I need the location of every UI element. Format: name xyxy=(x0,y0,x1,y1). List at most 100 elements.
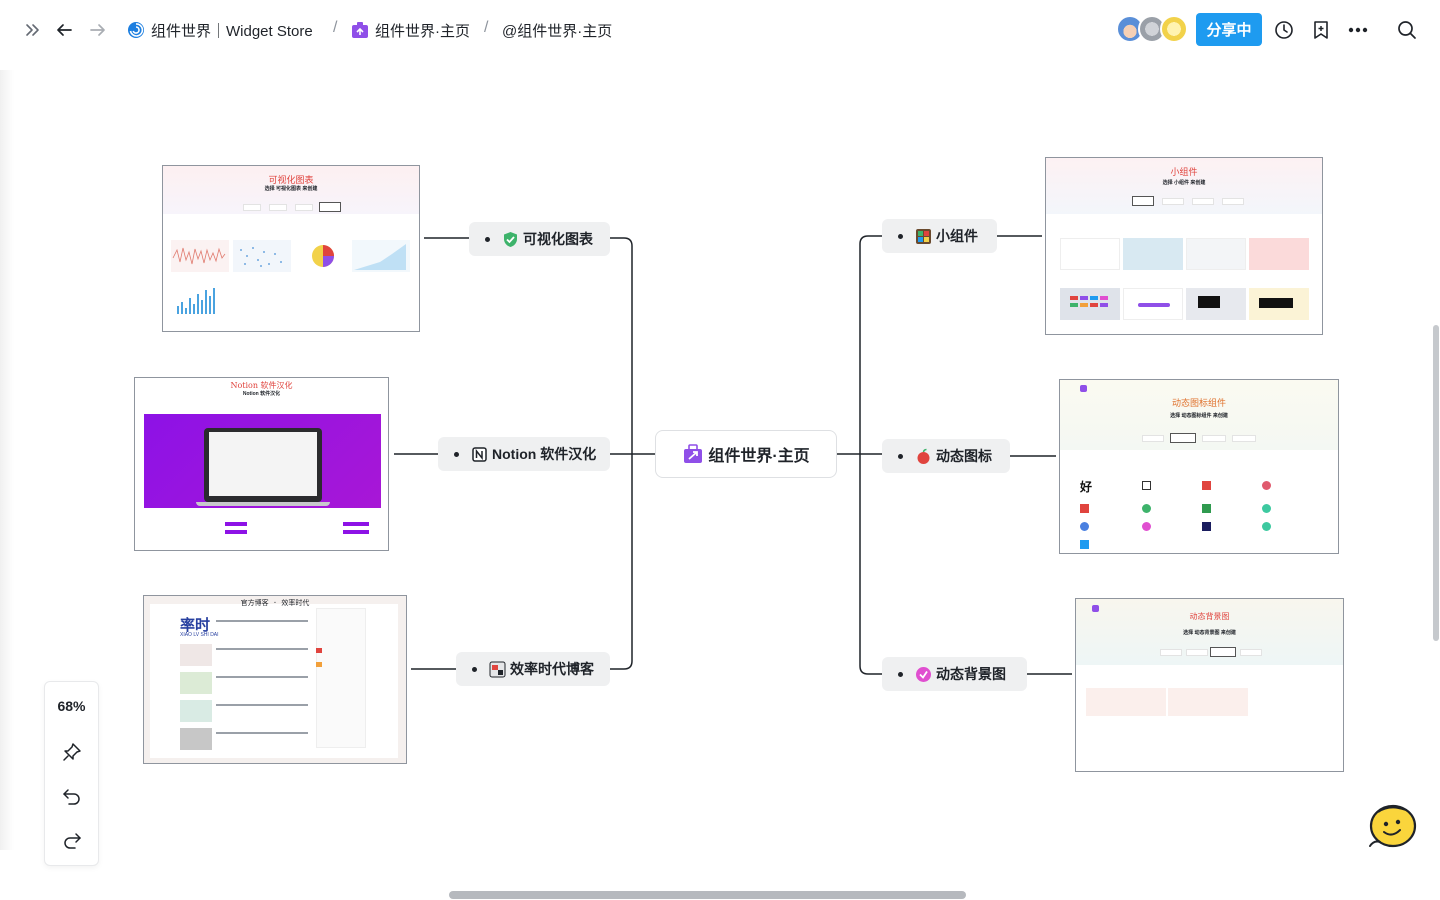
widget-card xyxy=(1249,288,1309,320)
thumbnail-blog[interactable]: 官方博客 · 效率时代 率时 XIAO LV SHI DAI xyxy=(143,595,407,764)
breadcrumb-separator: / xyxy=(484,19,489,36)
thumbnail-backgrounds[interactable]: 动态背景图 选择 动态背景图 来创建 xyxy=(1075,598,1344,772)
thumbnail-button xyxy=(225,530,247,534)
blog-sidebar-tag xyxy=(316,648,322,653)
thumbnail-chart-card xyxy=(171,284,229,316)
mindmap-node-backgrounds[interactable]: 动态背景图 xyxy=(882,657,1027,691)
horizontal-scrollbar[interactable] xyxy=(449,891,966,899)
widget-card xyxy=(1186,238,1246,270)
mindmap-node-widgets[interactable]: 小组件 xyxy=(882,219,997,253)
node-label: 效率时代博客 xyxy=(510,661,594,677)
clock-widget xyxy=(1259,298,1293,308)
thumbnail-subtitle: 选择 动态背景图 来创建 xyxy=(1183,630,1236,636)
spiral-logo-icon xyxy=(126,20,146,40)
thumbnail-tab xyxy=(1232,435,1256,442)
blog-logo-icon xyxy=(489,661,506,678)
thumbnail-chart-card xyxy=(294,240,352,272)
thumbnail-tab xyxy=(1240,649,1262,656)
top-bar: 组件世界｜Widget Store / 组件世界·主页 / @组件世界·主页 分… xyxy=(0,0,1440,60)
zoom-level[interactable]: 68% xyxy=(57,698,86,714)
bullet xyxy=(898,233,903,239)
thumbnail-icons[interactable]: 动态图标组件 选择 动态图标组件 来创建 好 xyxy=(1059,379,1339,554)
blog-text-line xyxy=(216,704,308,706)
laptop-screen xyxy=(204,428,322,502)
thumbnail-button xyxy=(343,530,369,534)
thumbnail-tab xyxy=(1160,649,1182,656)
breadcrumb-current[interactable]: @组件世界·主页 xyxy=(502,19,612,41)
thumbnail-tab xyxy=(243,204,261,211)
share-button[interactable]: 分享中 xyxy=(1196,13,1262,46)
blog-article-image xyxy=(180,644,212,666)
blog-article-image xyxy=(180,728,212,750)
notion-logo-icon xyxy=(471,446,488,463)
bullet xyxy=(898,671,903,677)
apple-icon xyxy=(915,448,932,465)
blog-text-line xyxy=(216,620,308,622)
thumbnail-tab-active xyxy=(1132,196,1154,206)
thumbnail-tab xyxy=(1202,435,1226,442)
site-logo xyxy=(1080,385,1087,392)
thumbnail-title: 小组件 xyxy=(1170,168,1198,178)
thumbnail-tab-active xyxy=(319,202,341,212)
blog-text-line xyxy=(216,648,308,650)
icon-sample xyxy=(1080,504,1089,513)
icon-sample xyxy=(1142,481,1151,490)
collaborator-avatars[interactable] xyxy=(1116,15,1190,45)
thumbnail-tab-active xyxy=(1210,647,1236,657)
mindmap-node-icons[interactable]: 动态图标 xyxy=(882,439,1010,473)
vertical-scrollbar[interactable] xyxy=(1433,325,1439,641)
more-icon[interactable] xyxy=(1346,18,1370,42)
thumbnail-header xyxy=(1046,158,1322,214)
widget-page-icon xyxy=(684,444,703,463)
thumbnail-subtitle: Notion 软件汉化 xyxy=(242,391,281,397)
thumbnail-charts[interactable]: 可视化图表 选择 可视化图表 来创建 xyxy=(162,165,420,332)
avatar xyxy=(1160,15,1188,43)
mindmap-node-notion[interactable]: Notion 软件汉化 xyxy=(438,437,610,471)
blog-text-line xyxy=(216,676,308,678)
widget-card xyxy=(1249,238,1309,270)
breadcrumb-label: @组件世界·主页 xyxy=(502,22,613,40)
thumbnail-widgets[interactable]: 小组件 选择 小组件 来创建 xyxy=(1045,157,1323,335)
thumbnail-title: Notion 软件汉化 xyxy=(230,381,293,390)
thumbnail-header xyxy=(1060,380,1338,450)
node-label: 动态背景图 xyxy=(936,666,1006,682)
node-label: 可视化图表 xyxy=(523,231,593,247)
history-clock-icon[interactable] xyxy=(1272,18,1296,42)
thumbnail-tab xyxy=(1186,649,1208,656)
root-label: 组件世界·主页 xyxy=(708,448,810,465)
breadcrumb-home[interactable]: 组件世界·主页 xyxy=(350,19,470,41)
thumbnail-tab-active xyxy=(1170,433,1196,443)
search-icon[interactable] xyxy=(1395,18,1419,42)
redo-icon[interactable] xyxy=(60,828,84,852)
mindmap-node-charts[interactable]: 可视化图表 xyxy=(469,222,610,256)
bookmark-add-icon[interactable] xyxy=(1309,18,1333,42)
icon-sample xyxy=(1202,522,1211,531)
back-arrow-icon[interactable] xyxy=(52,18,76,42)
mindmap-root-node[interactable]: 组件世界·主页 xyxy=(655,430,837,478)
breadcrumb-label: 组件世界·主页 xyxy=(375,22,470,40)
undo-icon[interactable] xyxy=(60,784,84,808)
breadcrumb-widget-store[interactable]: 组件世界｜Widget Store xyxy=(126,19,313,41)
icon-sample xyxy=(1080,540,1089,549)
thumbnail-tab xyxy=(1142,435,1164,442)
forward-arrow-icon[interactable] xyxy=(86,18,110,42)
icon-sample xyxy=(1202,504,1211,513)
zoom-toolbar: 68% xyxy=(44,681,99,866)
expand-sidebar-icon[interactable] xyxy=(21,18,45,42)
widget-grid-icon xyxy=(915,228,932,245)
chart-shield-icon xyxy=(502,231,519,248)
thumbnail-notion[interactable]: Notion 软件汉化 Notion 软件汉化 xyxy=(134,377,389,551)
thumbnail-subtitle: 选择 可视化图表 来创建 xyxy=(264,186,318,192)
widget-card xyxy=(1123,288,1183,320)
thumbnail-subtitle: 选择 小组件 来创建 xyxy=(1162,180,1206,186)
progress-bar xyxy=(1138,303,1170,307)
assistant-mascot-icon[interactable] xyxy=(1364,802,1420,854)
thumbnail-tab xyxy=(1162,198,1184,205)
thumbnail-title: 可视化图表 xyxy=(268,176,314,186)
blog-article-image xyxy=(180,672,212,694)
blog-article-image xyxy=(180,700,212,722)
widget-card xyxy=(1123,238,1183,270)
pin-icon[interactable] xyxy=(60,740,84,764)
mindmap-node-blog[interactable]: 效率时代博客 xyxy=(456,652,610,686)
